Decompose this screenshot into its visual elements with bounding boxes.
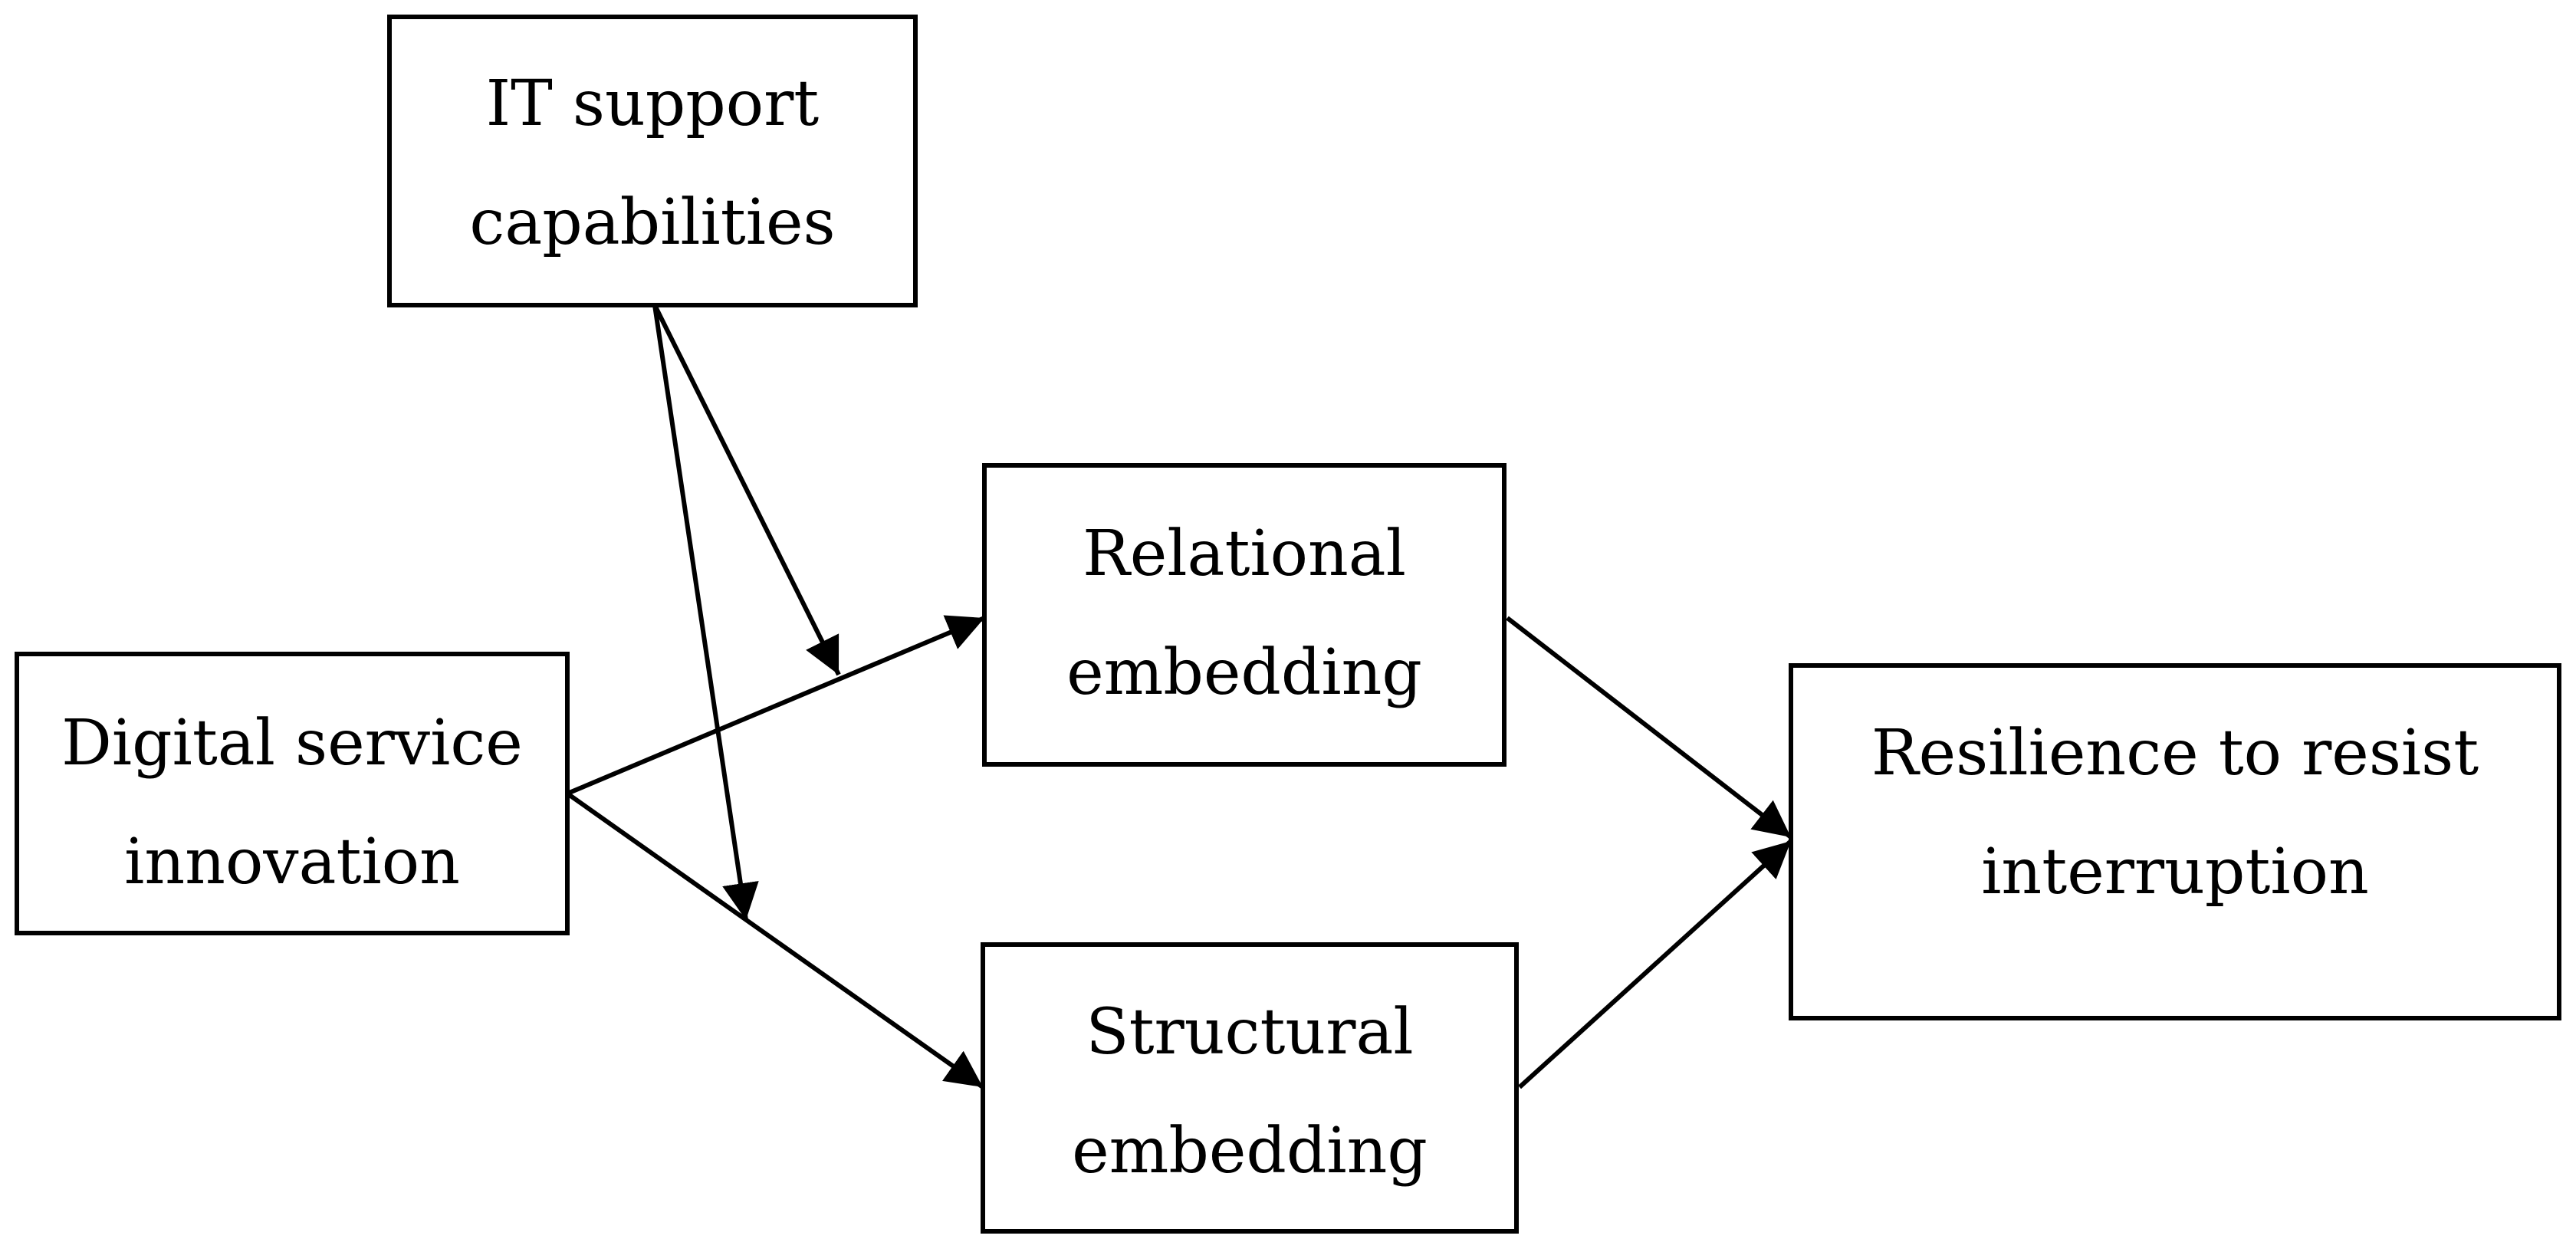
moderation-arrow-it-to-structural-path — [652, 304, 759, 921]
node-resilience-to-resist-interruption: Resilience to resist interruption — [1789, 663, 2561, 1020]
node-it-support-capabilities: IT support capabilities — [387, 15, 918, 307]
node-box — [387, 15, 918, 307]
node-label-line-2: innovation — [124, 826, 460, 899]
node-box — [1789, 663, 2561, 1020]
arrow-digital-to-relational — [566, 615, 986, 796]
node-digital-service-innovation: Digital service innovation — [15, 652, 570, 935]
node-label-line-1: IT support — [486, 67, 820, 140]
node-label-line-1: Structural — [1086, 996, 1413, 1069]
edges — [566, 304, 1793, 1089]
node-box — [15, 652, 570, 935]
arrow-digital-to-structural — [566, 791, 984, 1089]
node-box — [982, 463, 1506, 767]
node-label-line-1: Relational — [1083, 518, 1406, 590]
node-relational-embedding: Relational embedding — [982, 463, 1506, 767]
moderation-arrow-it-to-relational-path — [652, 304, 841, 676]
node-label-line-2: capabilities — [469, 186, 835, 259]
node-label-line-1: Resilience to resist — [1871, 717, 2479, 790]
node-label-line-1: Digital service — [61, 707, 523, 780]
node-label-line-2: embedding — [1066, 636, 1422, 709]
arrow-relational-to-resilience — [1506, 616, 1792, 840]
node-structural-embedding: Structural embedding — [981, 942, 1519, 1234]
node-label-line-2: interruption — [1981, 836, 2369, 909]
node-label-line-2: embedding — [1072, 1115, 1428, 1188]
arrow-structural-to-resilience — [1517, 839, 1793, 1089]
node-box — [981, 942, 1519, 1234]
